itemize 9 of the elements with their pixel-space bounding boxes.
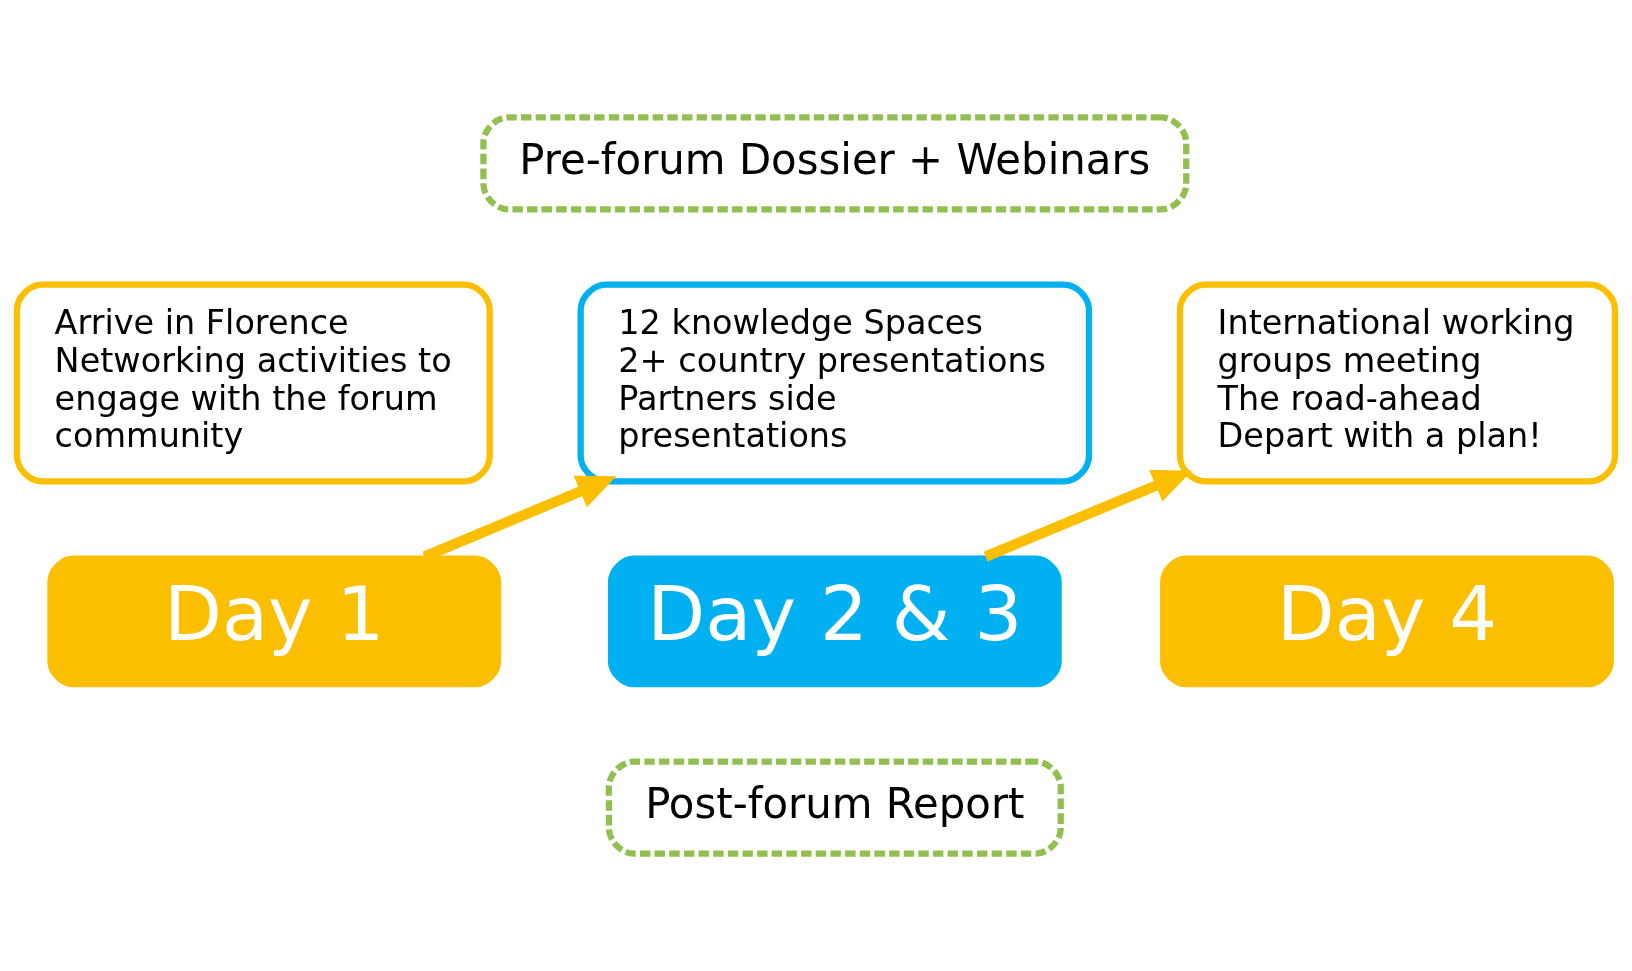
node-box: Post-forum Report <box>605 758 1064 857</box>
node-box: Day 4 <box>1160 555 1614 688</box>
node-box: Day 2 & 3 <box>607 555 1062 688</box>
node-box: Day 1 <box>47 555 502 688</box>
node-box: Pre-forum Dossier + Webinars <box>480 114 1190 213</box>
node-box: International working groups meeting The road-ahead Depart with a plan! <box>1176 281 1619 485</box>
node-box: Arrive in Florence Networking activities to engage with the forum community <box>13 281 493 485</box>
node-box: 12 knowledge Spaces 2+ country presentations Partners side presentations <box>577 281 1093 485</box>
arrow <box>983 469 1192 562</box>
